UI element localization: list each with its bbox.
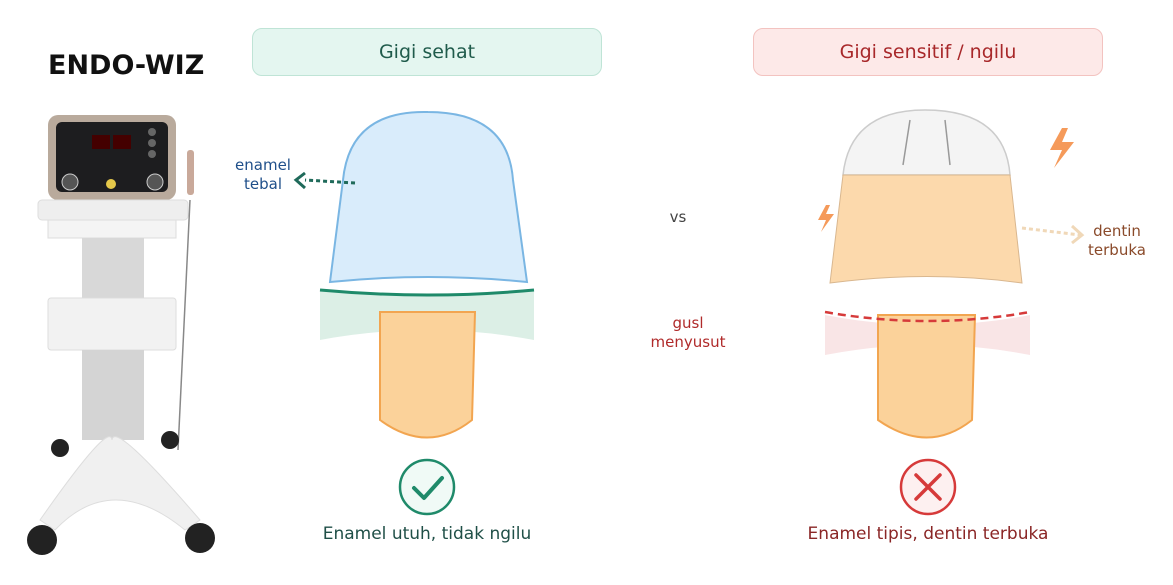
annotation-line: terbuka (1088, 241, 1146, 259)
annotation-line: gusl (672, 314, 704, 332)
enamel-pointer-arrow (304, 178, 356, 185)
annotation-line: menyusut (650, 333, 726, 351)
check-circle-icon (398, 458, 456, 516)
sensitive-heading: Gigi sensitif / ngilu (753, 28, 1103, 76)
annotation-line: tebal (244, 175, 282, 193)
annotation-line: enamel (235, 156, 291, 174)
gum-annotation: gusl menyusut (640, 314, 736, 352)
annotation-line: dentin (1093, 222, 1141, 240)
endo-wiz-device-image (27, 115, 215, 555)
healthy-tooth-diagram (293, 110, 535, 516)
healthy-heading: Gigi sehat (252, 28, 602, 76)
versus-label: vs (669, 208, 687, 226)
lightning-icon (1050, 128, 1074, 168)
sensitive-caption: Enamel tipis, dentin terbuka (807, 524, 1049, 544)
product-title: ENDO-WIZ (48, 50, 205, 81)
lightning-icon (818, 205, 834, 232)
dentin-annotation: dentin terbuka (1082, 222, 1152, 260)
sensitive-tooth-diagram (818, 109, 1085, 516)
enamel-annotation: enamel tebal (228, 156, 298, 194)
healthy-caption: Enamel utuh, tidak ngilu (322, 524, 532, 544)
